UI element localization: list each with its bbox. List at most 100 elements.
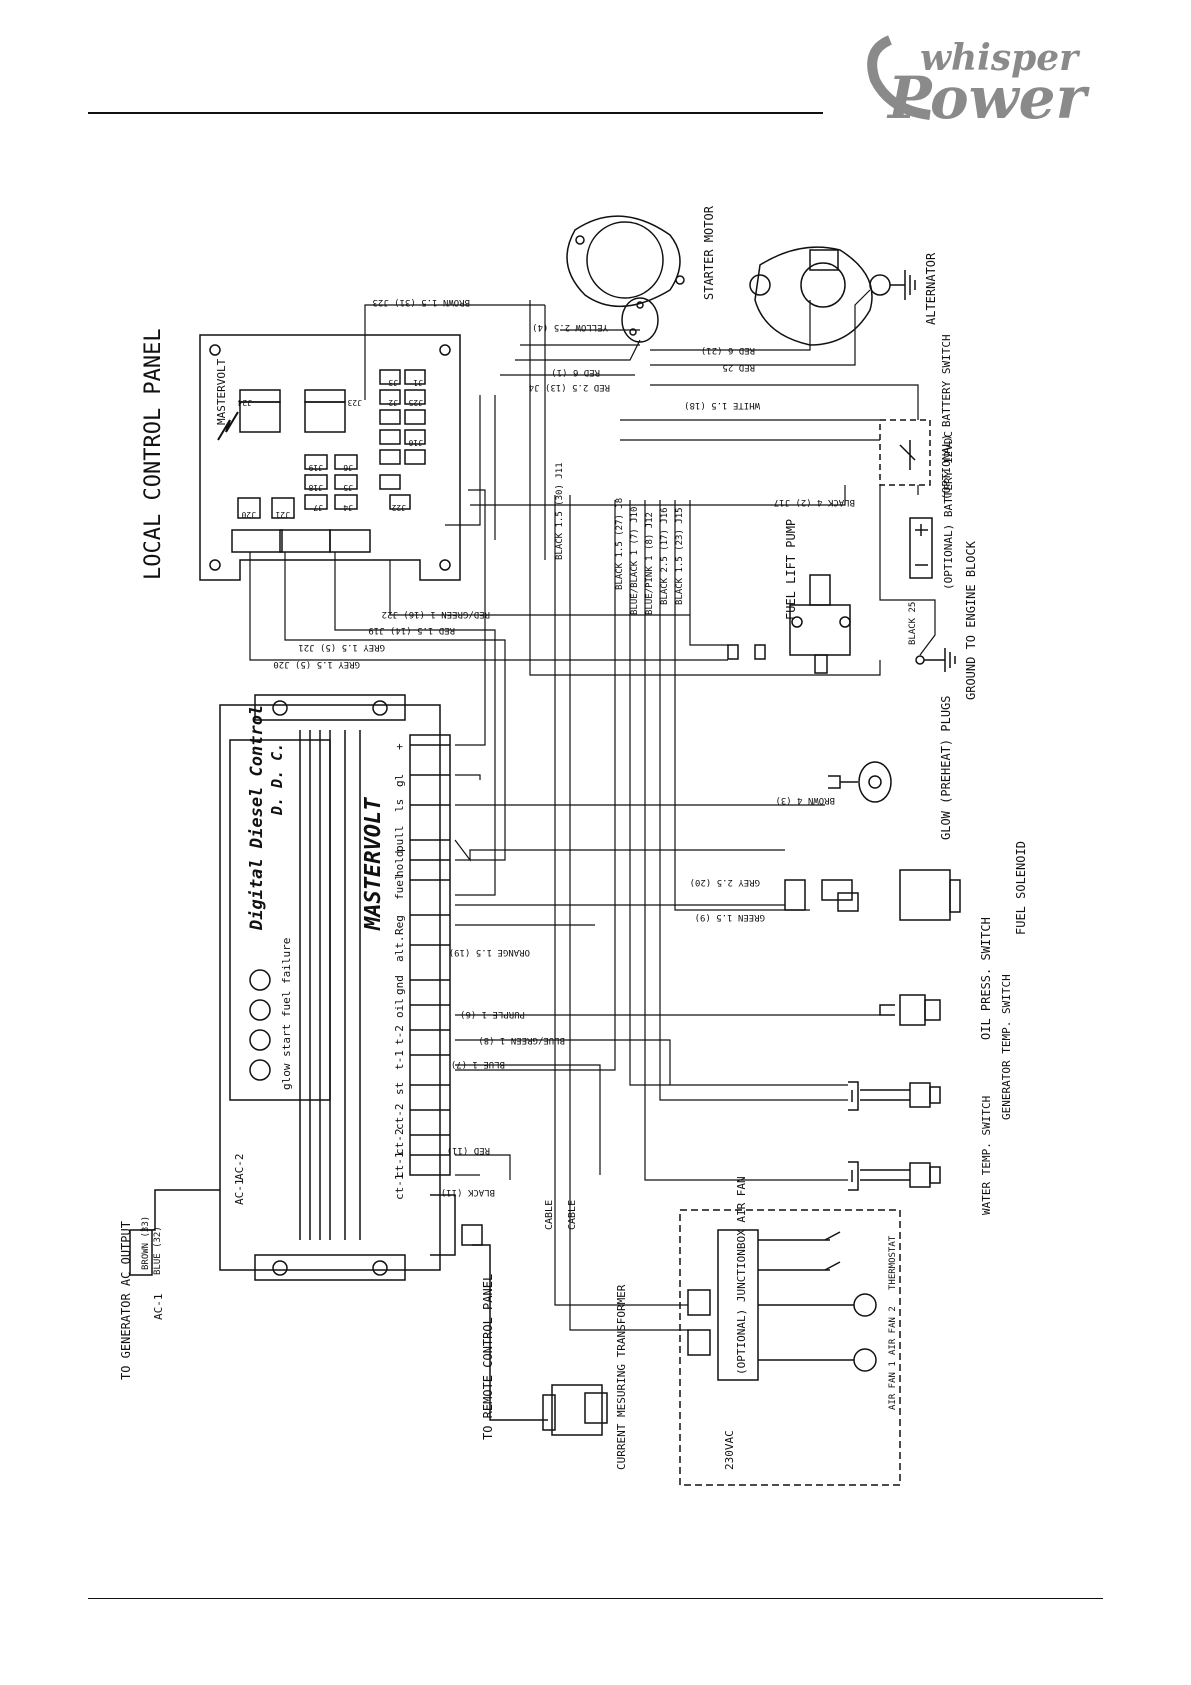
- wire-label: BLUE/GREEN 1 (8): [478, 1035, 565, 1045]
- wire-label: RED/GREEN 1 (16) J22: [382, 609, 490, 619]
- ct-label: CURRENT MESURING TRANSFORMER: [615, 1284, 628, 1470]
- panel-tag: J23: [347, 398, 362, 407]
- local-panel-outline: [199, 334, 461, 581]
- wire-label: BLUE/BLACK 1 (7) J10: [630, 507, 640, 615]
- cable-label-1: CABLE: [544, 1200, 555, 1230]
- cable-label-2: CABLE: [567, 1200, 578, 1230]
- wire-label: BLUE/PINK 1 (8) J12: [645, 512, 655, 615]
- ddc-brand: MASTERVOLT: [361, 797, 386, 931]
- water-temp-label: WATER TEMP. SWITCH: [980, 1096, 993, 1215]
- wire-label: BLACK 4 (2) J17: [774, 497, 855, 507]
- wire-label: WHITE 1.5 (18): [684, 400, 760, 410]
- wire-label: RED 25: [722, 362, 755, 372]
- panel-tag: J22: [391, 503, 406, 512]
- ddc-term-t1: t-1: [393, 1050, 406, 1070]
- panel-tag: J24: [237, 398, 252, 407]
- ddc-term-oil: oil: [393, 998, 406, 1018]
- fuel-lift-label: FUEL LIFT PUMP: [784, 519, 798, 620]
- ground-label: GROUND TO ENGINE BLOCK: [964, 540, 978, 700]
- ddc-term-gnd: gnd: [393, 975, 406, 995]
- starter-label: STARTER MOTOR: [702, 205, 716, 300]
- wire-label: BLACK 1.5 (23) J15: [675, 507, 685, 605]
- wire-label: RED 1.5 (14) J19: [368, 625, 455, 635]
- ac1-label: AC-1: [152, 1294, 165, 1321]
- wire-label: RED (11): [447, 1145, 490, 1155]
- wire-label: ORANGE 1.5 (19): [449, 947, 530, 957]
- starter-motor-body: [566, 215, 681, 307]
- oil-switch-label: OIL PRESS. SWITCH: [979, 917, 993, 1040]
- panel-tag: J4: [343, 503, 353, 512]
- panel-tag: J6: [343, 463, 353, 472]
- gen-ac-label: TO GENERATOR AC OUTPUT: [119, 1221, 133, 1380]
- wire-label: BLACK 2.5 (17) J16: [660, 507, 670, 605]
- alternator-body: [754, 246, 873, 346]
- ddc-led-labels: glow start fuel failure: [280, 938, 293, 1090]
- ddc-term-ct2a: ct-2: [393, 1104, 406, 1131]
- ddc-term-st: st: [393, 1082, 406, 1095]
- panel-tag: J2: [388, 398, 398, 407]
- footer-rule: [88, 1598, 1103, 1599]
- panel-tag: J18: [308, 483, 323, 492]
- airfan1-label: AIR FAN 1: [888, 1361, 898, 1410]
- alternator-label: ALTERNATOR: [924, 252, 938, 325]
- wire-label: BLACK 1.5 (30) J11: [555, 462, 565, 560]
- panel-tag: J10: [408, 438, 423, 447]
- airfan2-label: AIR FAN 2: [888, 1306, 898, 1355]
- wire-label: GREEN 1.5 (9): [695, 912, 765, 922]
- wire-label: PURPLE 1 (6): [460, 1009, 525, 1019]
- wire-label: BLUE 1 (7): [451, 1059, 505, 1069]
- junction-label: (OPTIONAL) JUNCTIONBOX AIR FAN: [735, 1176, 748, 1375]
- glow-label: GLOW (PREHEAT) PLUGS: [939, 696, 953, 841]
- panel-tag: J1: [413, 378, 423, 387]
- ddc-term-ls: ls: [393, 799, 406, 812]
- thermostat-label: THERMOSTAT: [888, 1235, 898, 1290]
- ddc-term-alt: alt.: [393, 936, 406, 963]
- ddc-title: Digital Diesel Control: [247, 705, 267, 931]
- ddc-module-outline: [219, 704, 441, 1271]
- wire-label: RED 6 (21): [701, 345, 755, 355]
- header-rule: [88, 112, 823, 114]
- ddc-term-ac2: AC-2: [233, 1154, 246, 1181]
- wire-label: GREY 1.5 (5) J21: [298, 642, 385, 652]
- ddc-term-gl: gl: [393, 774, 406, 787]
- local-panel-title: LOCAL CONTROL PANEL: [141, 328, 166, 580]
- gen-temp-label: GENERATOR TEMP. SWITCH: [1000, 974, 1013, 1120]
- ddc-term-hold: hold: [393, 851, 406, 878]
- whisperpower-logo: whisper Power: [867, 35, 1091, 130]
- wire-label: YELLOW 2.5 (4): [532, 322, 608, 332]
- wire-label: BLACK (11): [441, 1187, 495, 1197]
- panel-tag: J5: [343, 483, 353, 492]
- ddc-term-ac1: AC-1: [233, 1179, 246, 1206]
- fuel-solenoid-label: FUEL SOLENOID: [1014, 841, 1028, 935]
- battery-switch-label: (OPTIONAL) BATTERY SWITCH: [940, 334, 953, 500]
- ddc-term-reg: Reg: [393, 915, 406, 935]
- brand-line1: whisper: [920, 37, 1081, 79]
- wire-label: BROWN (33): [141, 1216, 151, 1270]
- ddc-subtitle: D. D. C.: [268, 743, 286, 816]
- ddc-term-ct2b: ct-2: [393, 1129, 406, 1156]
- panel-tag: J20: [241, 510, 256, 519]
- wire-label: RED 2.5 (13) J4: [529, 382, 610, 392]
- panel-tag: J7: [313, 503, 323, 512]
- wire-label: BLUE (32): [153, 1226, 163, 1275]
- wire-label: BROWN 1.5 (31) J23: [372, 297, 470, 307]
- wire-label: GREY 1.5 (5) J20: [273, 659, 360, 669]
- ddc-term-ct1b: ct-1: [393, 1174, 406, 1201]
- panel-tag: J19: [308, 463, 323, 472]
- brand-line2: Power: [886, 64, 1091, 130]
- wire-label: BROWN 4 (3): [775, 795, 835, 805]
- ddc-term-fuel: fuel: [393, 874, 406, 901]
- ddc-term-t2: t-2: [393, 1025, 406, 1045]
- panel-tag: J3: [388, 378, 398, 387]
- ddc-term-pull: pull: [393, 826, 406, 853]
- wire-label: GREY 2.5 (20): [690, 877, 760, 887]
- remote-label: TO REMOTE CONTROL PANEL: [481, 1274, 495, 1440]
- wire-label: BLACK 25: [908, 602, 918, 645]
- ddc-term-plus: +: [393, 743, 406, 750]
- mastervolt-panel-label: MASTERVOLT: [215, 358, 228, 425]
- ddc-term-ct1a: ct-1: [393, 1152, 406, 1179]
- wire-label: BLACK 1.5 (27) J8: [615, 498, 625, 590]
- wire-label: RED 6 (1): [551, 367, 600, 377]
